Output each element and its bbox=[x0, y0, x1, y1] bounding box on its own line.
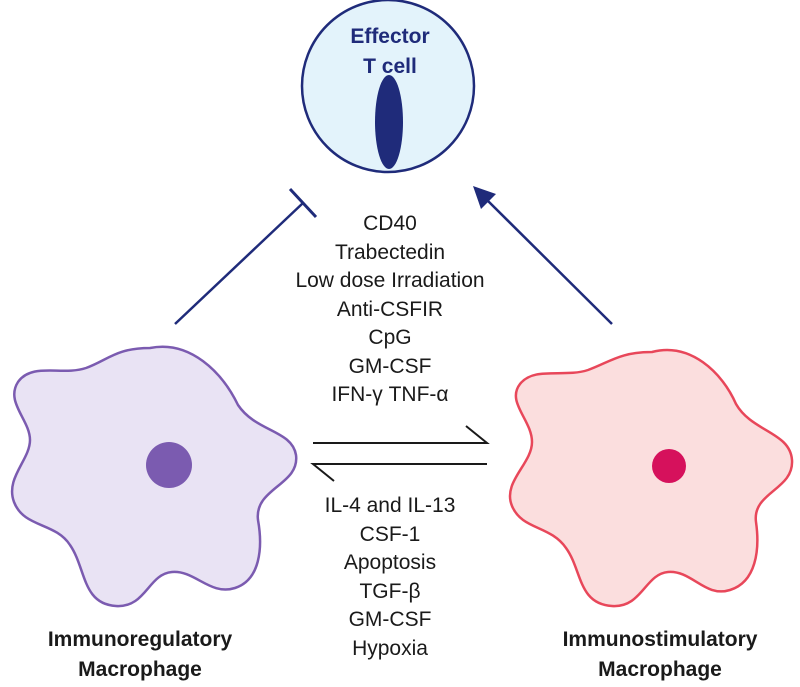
factor-item: IL-4 and IL-13 bbox=[324, 494, 456, 517]
factor-item: Low dose Irradiation bbox=[295, 269, 485, 292]
immunostimulatory-caption: Immunostimulatory Macrophage bbox=[520, 625, 800, 685]
factor-item: TGF-β bbox=[359, 579, 421, 603]
forward-half-arrow bbox=[313, 425, 490, 444]
t-cell-nucleus bbox=[375, 75, 403, 169]
caption-line: Macrophage bbox=[78, 658, 202, 681]
caption-line: Immunoregulatory bbox=[47, 628, 233, 651]
inhibition-line bbox=[174, 202, 304, 325]
caption-line: Macrophage bbox=[598, 658, 722, 681]
immunoregulatory-nucleus bbox=[146, 442, 192, 488]
reverse-half-arrow bbox=[310, 463, 487, 482]
immunostimulatory-nucleus bbox=[652, 449, 686, 483]
factor-item: CD40 bbox=[363, 212, 417, 235]
factor-item: CpG bbox=[368, 326, 412, 349]
caption-line: Immunostimulatory bbox=[562, 628, 758, 651]
activation-line bbox=[484, 197, 613, 325]
factor-item: GM-CSF bbox=[348, 354, 432, 378]
factor-item: IFN-γ TNF-α bbox=[331, 383, 449, 406]
activation-arrowhead bbox=[473, 186, 496, 209]
immunostimulatory-macrophage bbox=[508, 348, 794, 608]
factor-item: GM-CSF bbox=[348, 608, 432, 631]
inhibition-bar bbox=[288, 187, 318, 219]
stimulatory-factor-list: CD40 Trabectedin Low dose Irradiation An… bbox=[240, 210, 540, 410]
immunoregulatory-caption: Immunoregulatory Macrophage bbox=[0, 625, 280, 685]
factor-item: Trabectedin bbox=[334, 240, 446, 264]
regulatory-factor-list: IL-4 and IL-13 CSF-1 Apoptosis TGF-β GM-… bbox=[240, 492, 540, 663]
factor-item: Apoptosis bbox=[343, 551, 437, 574]
factor-item: Hypoxia bbox=[352, 636, 428, 660]
factor-item: Anti-CSFIR bbox=[336, 297, 444, 321]
effector-label-line1: Effector bbox=[350, 25, 430, 48]
effector-label-line2: T cell bbox=[363, 55, 417, 78]
factor-item: CSF-1 bbox=[359, 522, 421, 546]
